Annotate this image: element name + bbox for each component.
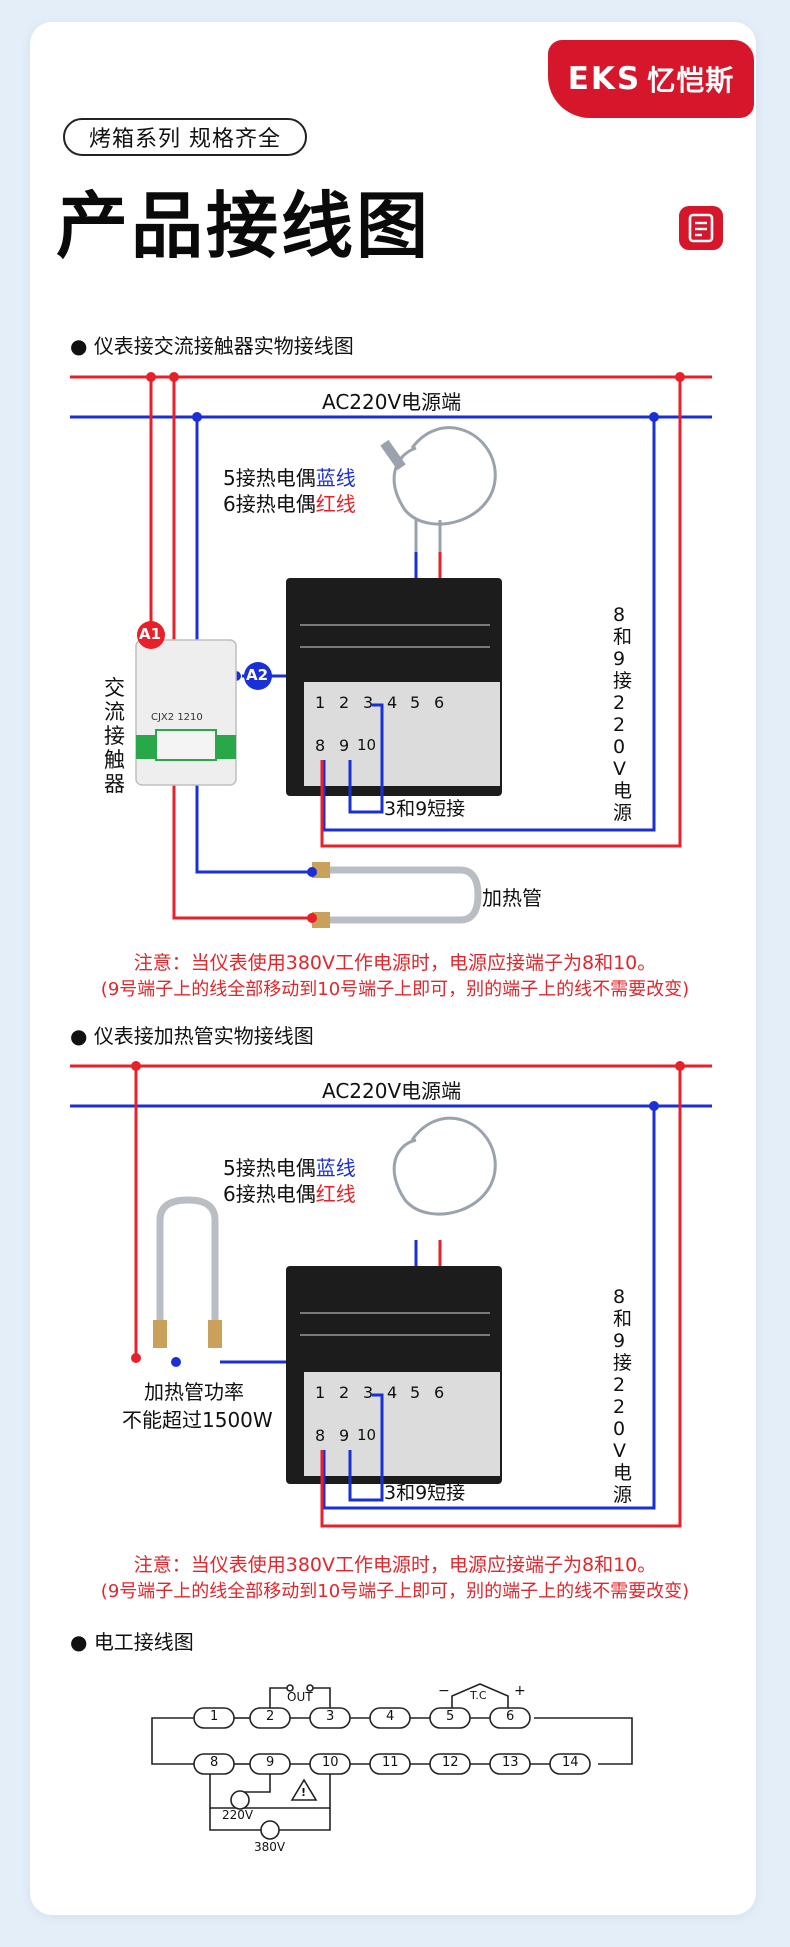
section1-heading: ● 仪表接交流接触器实物接线图 [70,334,354,358]
terminal-9: 9 [339,1426,350,1445]
warning-icon: ! [301,1786,307,1799]
sch-380v: 380V [254,1840,286,1854]
terminal-3: 3 [363,693,374,712]
sch-terminal-8: 8 [210,1755,219,1770]
terminal-8: 8 [315,1426,326,1445]
heater-tube-vertical [153,1196,222,1348]
sch-tc-minus: − [438,1683,450,1699]
terminal-5: 5 [410,693,421,712]
marker-a2: A2 [246,666,269,684]
heater-power-label-1: 加热管功率 [144,1380,244,1404]
sch-terminal-13: 13 [502,1755,519,1770]
sch-terminal-12: 12 [442,1755,459,1770]
sch-terminal-4: 4 [386,1709,395,1724]
document-icon [679,206,723,250]
short-label-1: 3和9短接 [384,798,466,820]
terminal-2: 2 [339,1383,350,1402]
wiring-diagram-heater [70,1061,712,1528]
section2-note-2: (9号端子上的线全部移动到10号端子上即可，别的端子上的线不需要改变) [100,1581,690,1602]
section2-heading: ● 仪表接加热管实物接线图 [70,1024,314,1048]
brand-name-en: EKS [567,61,642,97]
wire-terminal9-neutral [322,417,656,832]
bullet-icon: ● [70,1630,88,1654]
power-label-1: AC220V电源端 [322,390,462,414]
sch-terminal-14: 14 [562,1755,579,1770]
terminal-6: 6 [434,693,445,712]
schematic-terminals [193,1707,591,1775]
rail-junction-dots-2 [131,1061,685,1367]
heater-label: 加热管 [482,886,542,910]
sch-terminal-11: 11 [382,1755,399,1770]
contactor-model: CJX2 1210 [151,712,203,723]
sch-terminal-1: 1 [210,1709,219,1724]
page-title: 产品接线图 [56,184,432,268]
terminal-1: 1 [315,1383,326,1402]
section3-heading: ● 电工接线图 [70,1630,194,1654]
section1-note-1: 注意：当仪表使用380V工作电源时，电源应接端子为8和10。 [133,952,657,974]
sch-terminal-5: 5 [446,1709,455,1724]
wire-terminal8-live [320,377,682,848]
sch-out-label: OUT [287,1690,313,1704]
power-label-2: AC220V电源端 [322,1079,462,1103]
terminal-3: 3 [363,1383,374,1402]
brand-name-cn: 忆恺斯 [647,64,735,97]
ac-contactor [135,639,237,786]
sch-terminal-9: 9 [266,1755,275,1770]
sch-tc-label: T.C [470,1689,487,1702]
thermocouple-cable [392,426,497,526]
terminal-6: 6 [434,1383,445,1402]
marker-a2-circle [244,662,272,690]
sch-220v: 220V [222,1808,254,1822]
tc-red-label-1: 6接热电偶红线 [223,492,356,516]
terminal-4: 4 [387,1383,398,1402]
terminal-5: 5 [410,1383,421,1402]
bullet-icon: ● [70,334,88,358]
tc-blue-label-1: 5接热电偶蓝线 [223,466,356,490]
wiring-diagram-contactor [70,372,712,928]
terminal-1: 1 [315,693,326,712]
heater-power-label-2: 不能超过1500W [122,1408,273,1432]
side-supply-label-1: 8和9接220V电源 [613,604,633,824]
sch-terminal-6: 6 [506,1709,515,1724]
terminal-block [304,682,500,786]
marker-a1-circle [137,621,165,649]
wire-contactor-heater-1 [195,780,312,874]
terminal-9: 9 [339,736,350,755]
heater-tube [307,862,482,928]
side-supply-label-2: 8和9接220V电源 [613,1286,633,1506]
terminal-4: 4 [387,693,398,712]
terminal-10: 10 [357,1426,377,1444]
sch-terminal-10: 10 [322,1755,339,1770]
wire-short-3-9 [348,703,384,814]
sch-terminal-2: 2 [266,1709,275,1724]
wire-contactor-heater-2 [172,780,312,920]
tc-blue-label-2: 5接热电偶蓝线 [223,1156,356,1180]
series-tag: 烤箱系列 规格齐全 [63,118,307,156]
content-card [30,22,756,1915]
terminal-2: 2 [339,693,350,712]
thermocouple-probe [380,439,406,471]
section1-note-2: (9号端子上的线全部移动到10号端子上即可，别的端子上的线不需要改变) [100,979,690,1000]
terminal-8: 8 [315,736,326,755]
short-label-2: 3和9短接 [384,1482,466,1504]
sch-tc-plus: + [514,1683,526,1699]
tc-red-label-2: 6接热电偶红线 [223,1182,356,1206]
sch-terminal-3: 3 [326,1709,335,1724]
brand-logo: EKS 忆恺斯 [548,40,754,118]
bullet-icon: ● [70,1024,88,1048]
section2-note-1: 注意：当仪表使用380V工作电源时，电源应接端子为8和10。 [133,1554,657,1576]
contactor-label: 交流接触器 [104,676,125,796]
terminal-10: 10 [357,736,377,754]
marker-a1: A1 [139,625,162,643]
